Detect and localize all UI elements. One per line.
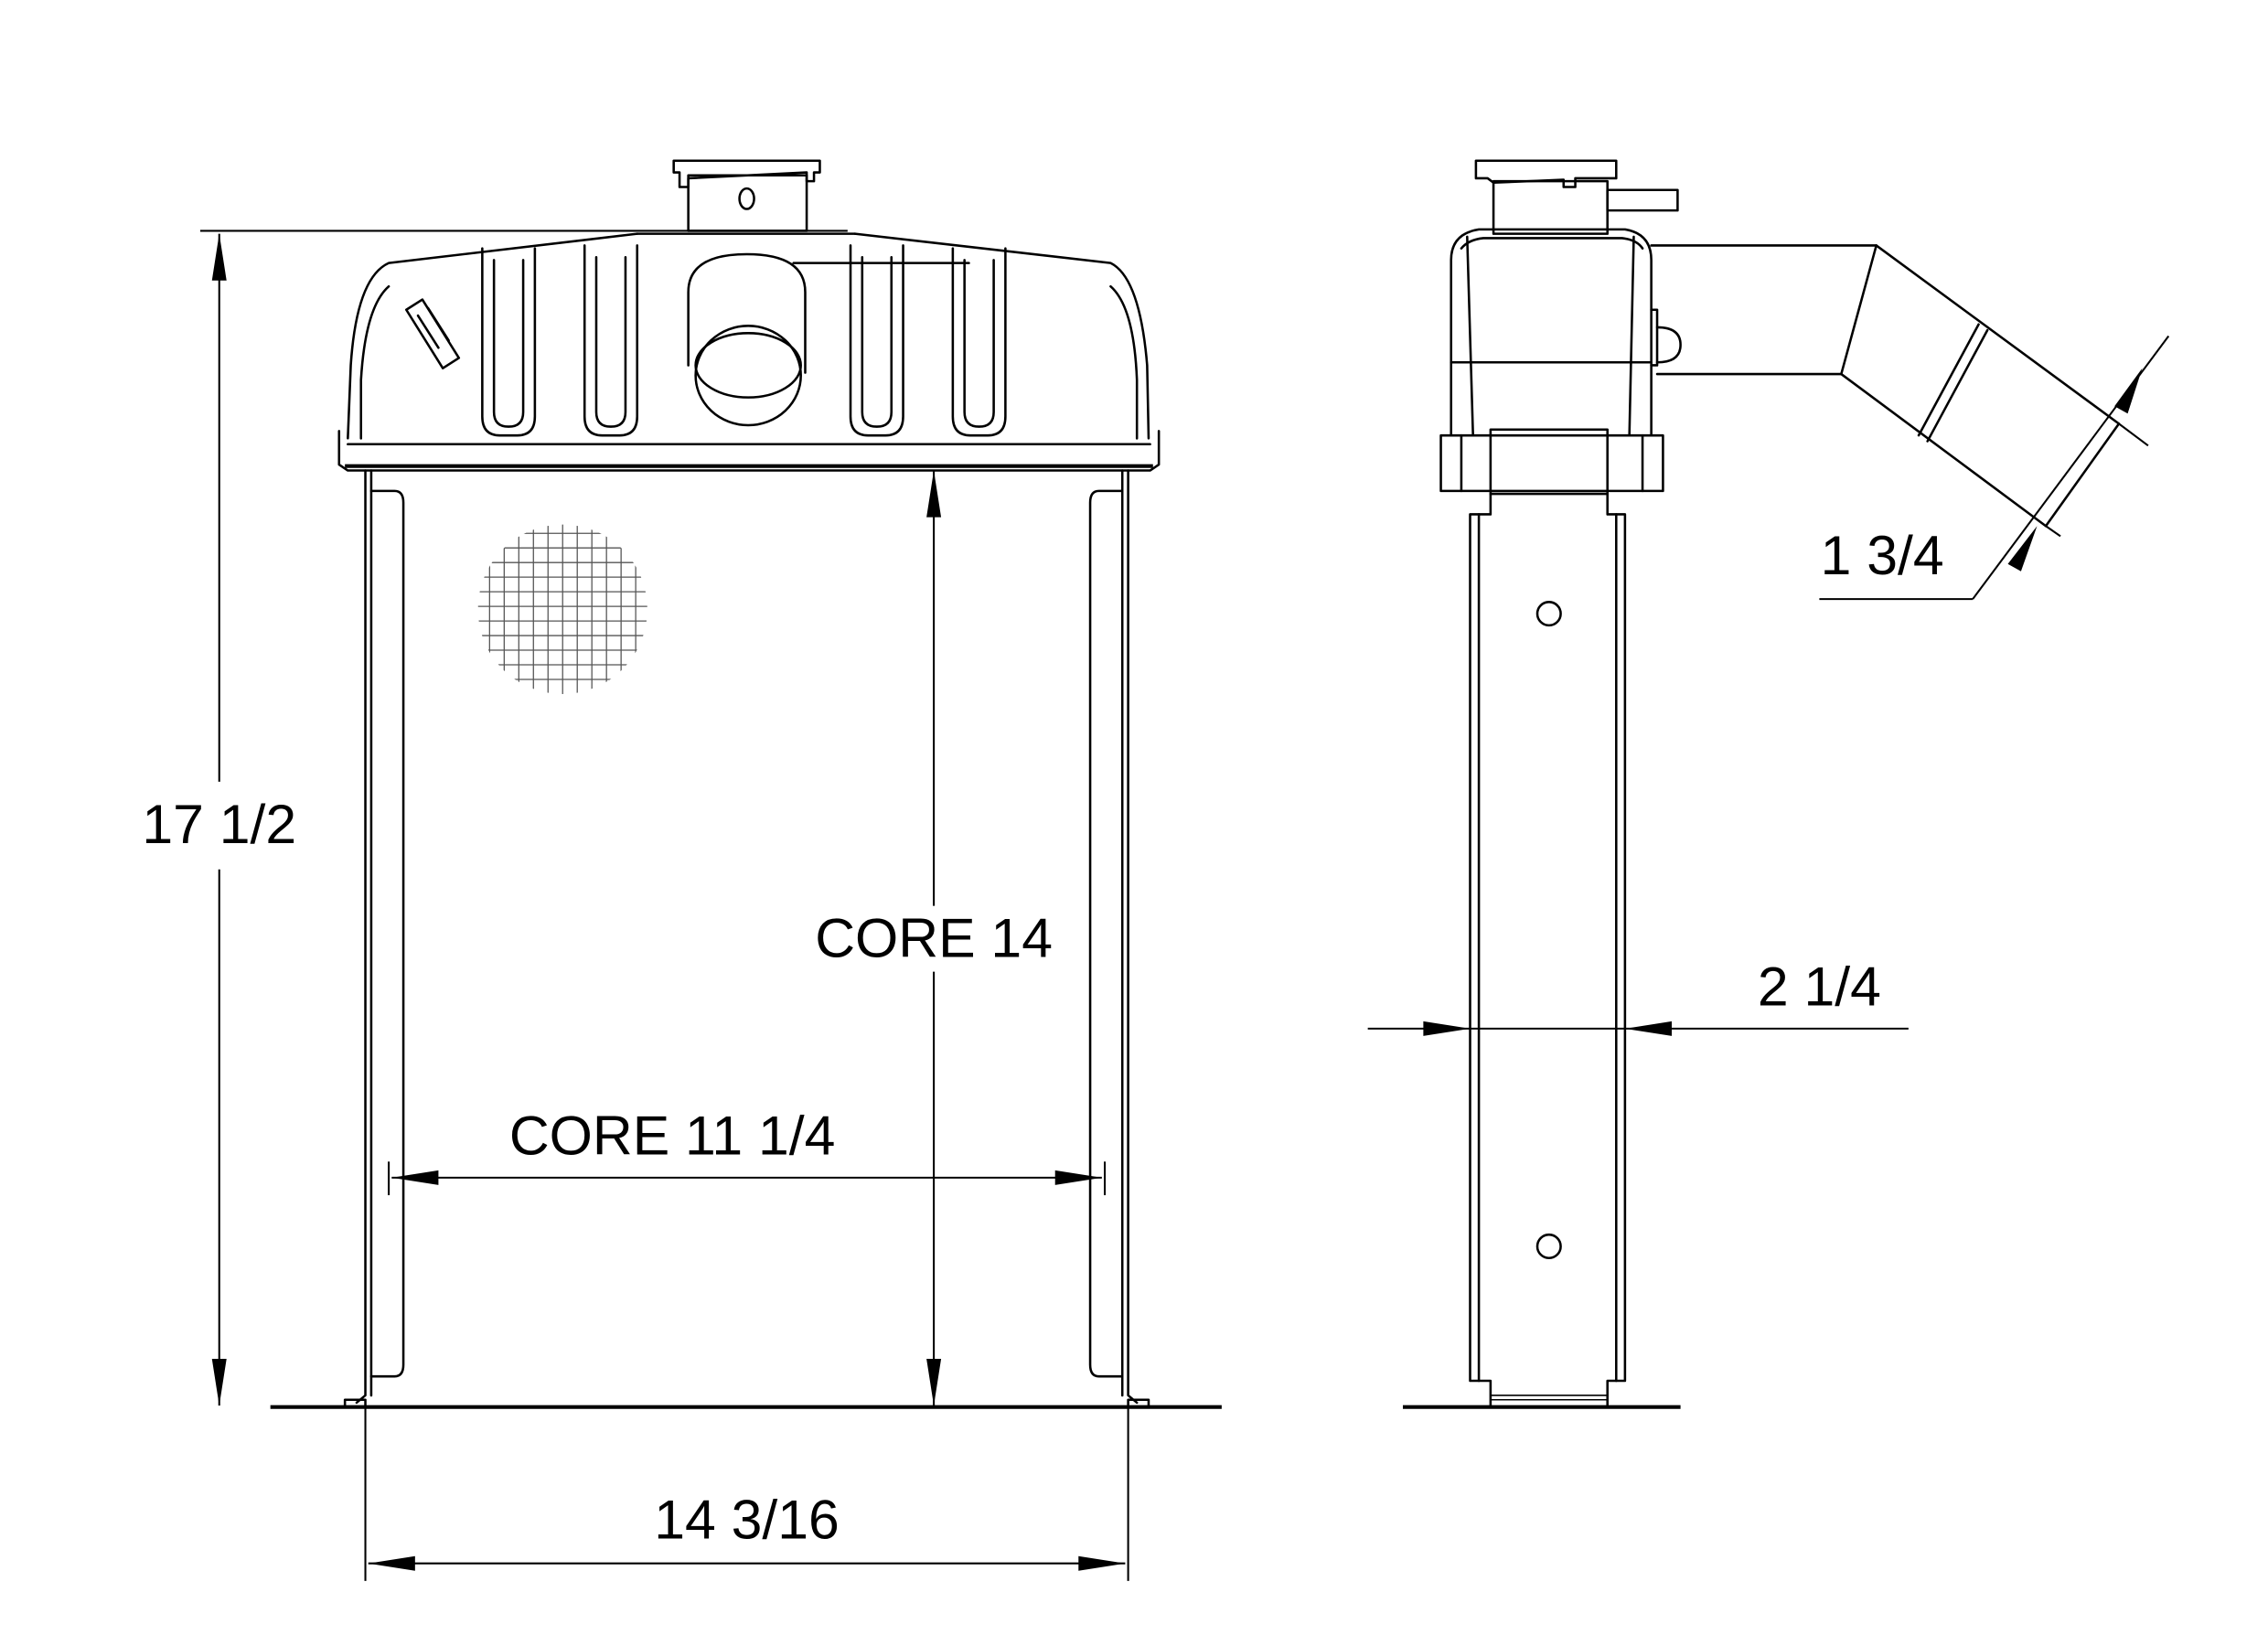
- side-core: [1469, 492, 1627, 1409]
- side-tank-flange: [1439, 428, 1664, 496]
- core-fin-pattern: [477, 524, 647, 694]
- side-top-tank: [1450, 228, 1682, 437]
- inlet-pipe: [687, 252, 807, 427]
- side-filler-cap: [1474, 159, 1679, 235]
- front-view: [270, 159, 1222, 1409]
- dim-overall-width: 14 3/16: [364, 1406, 1129, 1581]
- dim-core-width: CORE 11 1/4: [388, 1104, 1107, 1196]
- top-tank: [337, 232, 1161, 472]
- core-height-label: CORE 14: [815, 907, 1053, 969]
- mounting-hole-top: [1535, 601, 1562, 627]
- core-depth-label: 2 1/4: [1758, 955, 1881, 1017]
- overall-width-label: 14 3/16: [654, 1489, 840, 1551]
- filler-cap: [672, 159, 821, 232]
- outlet-diameter-label: 1 3/4: [1821, 524, 1944, 586]
- overall-height-label: 17 1/2: [142, 793, 296, 855]
- mounting-hole-bottom: [1535, 1233, 1562, 1260]
- dim-outlet-diameter: 1 3/4: [1819, 335, 2170, 601]
- core-width-label: CORE 11 1/4: [509, 1104, 836, 1166]
- dim-core-height: CORE 14: [815, 470, 1053, 1406]
- dim-overall-height: 17 1/2: [142, 230, 848, 1406]
- side-outlet-pipe: [1650, 244, 2121, 528]
- tank-baffles: [481, 244, 1007, 437]
- drain-plug: [404, 298, 461, 369]
- dim-core-depth: 2 1/4: [1367, 955, 1909, 1036]
- side-view: [1403, 159, 2121, 1409]
